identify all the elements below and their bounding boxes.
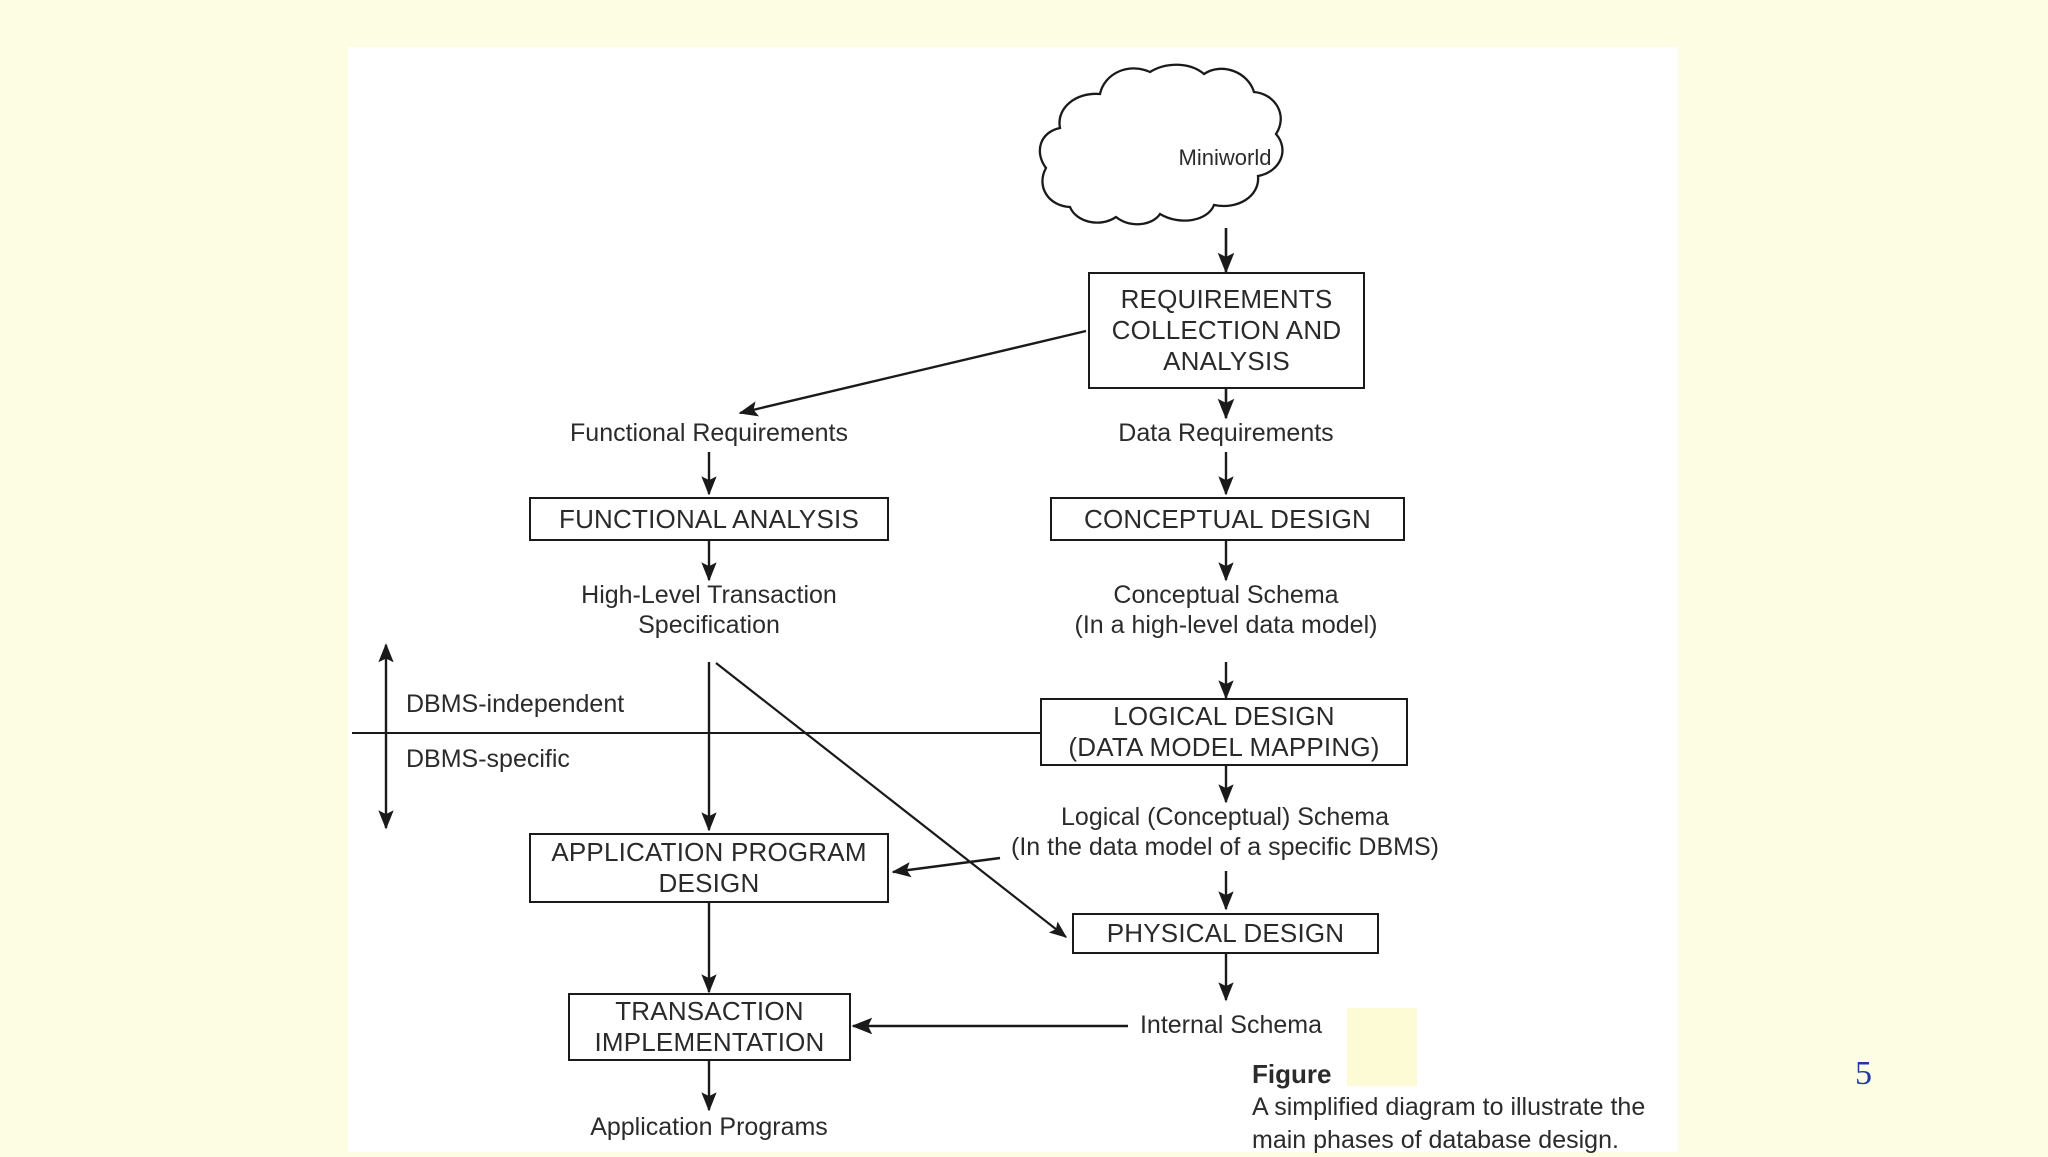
application-program-design-line-1: APPLICATION PROGRAM bbox=[551, 837, 867, 868]
conceptual-design-label: CONCEPTUAL DESIGN bbox=[1083, 503, 1372, 534]
node-transaction-implementation[interactable]: TRANSACTION IMPLEMENTATION bbox=[568, 993, 851, 1061]
label-conceptual-schema: Conceptual Schema (In a high-level data … bbox=[1006, 580, 1446, 640]
figure-caption: Figure A simplified diagram to illustrat… bbox=[1252, 1057, 1682, 1157]
physical-design-label: PHYSICAL DESIGN bbox=[1106, 918, 1345, 949]
figure-canvas bbox=[348, 47, 1678, 1152]
figure-caption-line-2: main phases of database design. bbox=[1252, 1126, 1619, 1155]
hlt-line-1: High-Level Transaction bbox=[581, 581, 837, 609]
conceptual-schema-line-1: Conceptual Schema bbox=[1113, 581, 1339, 609]
figure-number-highlight-patch bbox=[1347, 1008, 1417, 1086]
logical-schema-line-2: (In the data model of a specific DBMS) bbox=[1011, 833, 1439, 861]
requirements-line-2: COLLECTION AND bbox=[1111, 315, 1342, 346]
miniworld-cloud-shape bbox=[1038, 63, 1284, 226]
label-dbms-specific: DBMS-specific bbox=[406, 745, 570, 773]
label-high-level-transaction-specification: High-Level Transaction Specification bbox=[509, 580, 909, 640]
node-functional-analysis[interactable]: FUNCTIONAL ANALYSIS bbox=[529, 497, 889, 541]
figure-caption-line-1: A simplified diagram to illustrate the bbox=[1252, 1093, 1646, 1122]
label-logical-conceptual-schema: Logical (Conceptual) Schema (In the data… bbox=[985, 802, 1465, 862]
edge-requirements-to-functional-requirements bbox=[738, 329, 1087, 417]
node-conceptual-design[interactable]: CONCEPTUAL DESIGN bbox=[1050, 497, 1405, 541]
label-dbms-independent: DBMS-independent bbox=[406, 690, 625, 718]
node-logical-design[interactable]: LOGICAL DESIGN (DATA MODEL MAPPING) bbox=[1040, 698, 1408, 766]
requirements-line-3: ANALYSIS bbox=[1163, 345, 1290, 376]
label-functional-requirements: Functional Requirements bbox=[570, 419, 848, 447]
transaction-implementation-line-2: IMPLEMENTATION bbox=[594, 1027, 825, 1057]
node-requirements-collection-and-analysis[interactable]: REQUIREMENTS COLLECTION AND ANALYSIS bbox=[1088, 272, 1365, 389]
logical-design-line-1: LOGICAL DESIGN bbox=[1113, 701, 1335, 732]
logical-schema-line-1: Logical (Conceptual) Schema bbox=[1061, 803, 1389, 831]
node-application-program-design[interactable]: APPLICATION PROGRAM DESIGN bbox=[529, 833, 889, 903]
hlt-line-2: Specification bbox=[638, 611, 780, 639]
page-number: 5 bbox=[1855, 1055, 1872, 1092]
application-program-design-line-2: DESIGN bbox=[658, 868, 760, 898]
edge-hltspec-to-physical-design bbox=[715, 662, 1068, 938]
miniworld-label: Miniworld bbox=[1178, 145, 1272, 170]
transaction-implementation-line-1: TRANSACTION bbox=[615, 996, 804, 1027]
functional-analysis-label: FUNCTIONAL ANALYSIS bbox=[559, 503, 859, 534]
logical-design-line-2: (DATA MODEL MAPPING) bbox=[1068, 732, 1380, 762]
conceptual-schema-line-2: (In a high-level data model) bbox=[1074, 611, 1378, 639]
label-internal-schema: Internal Schema bbox=[1139, 1011, 1323, 1039]
node-physical-design[interactable]: PHYSICAL DESIGN bbox=[1072, 913, 1379, 954]
label-data-requirements: Data Requirements bbox=[1118, 419, 1334, 447]
figure-caption-heading: Figure bbox=[1252, 1059, 1332, 1089]
edge-logical-schema-to-app-program-design bbox=[891, 856, 1001, 878]
label-application-programs: Application Programs bbox=[590, 1113, 828, 1141]
requirements-line-1: REQUIREMENTS bbox=[1120, 284, 1333, 315]
